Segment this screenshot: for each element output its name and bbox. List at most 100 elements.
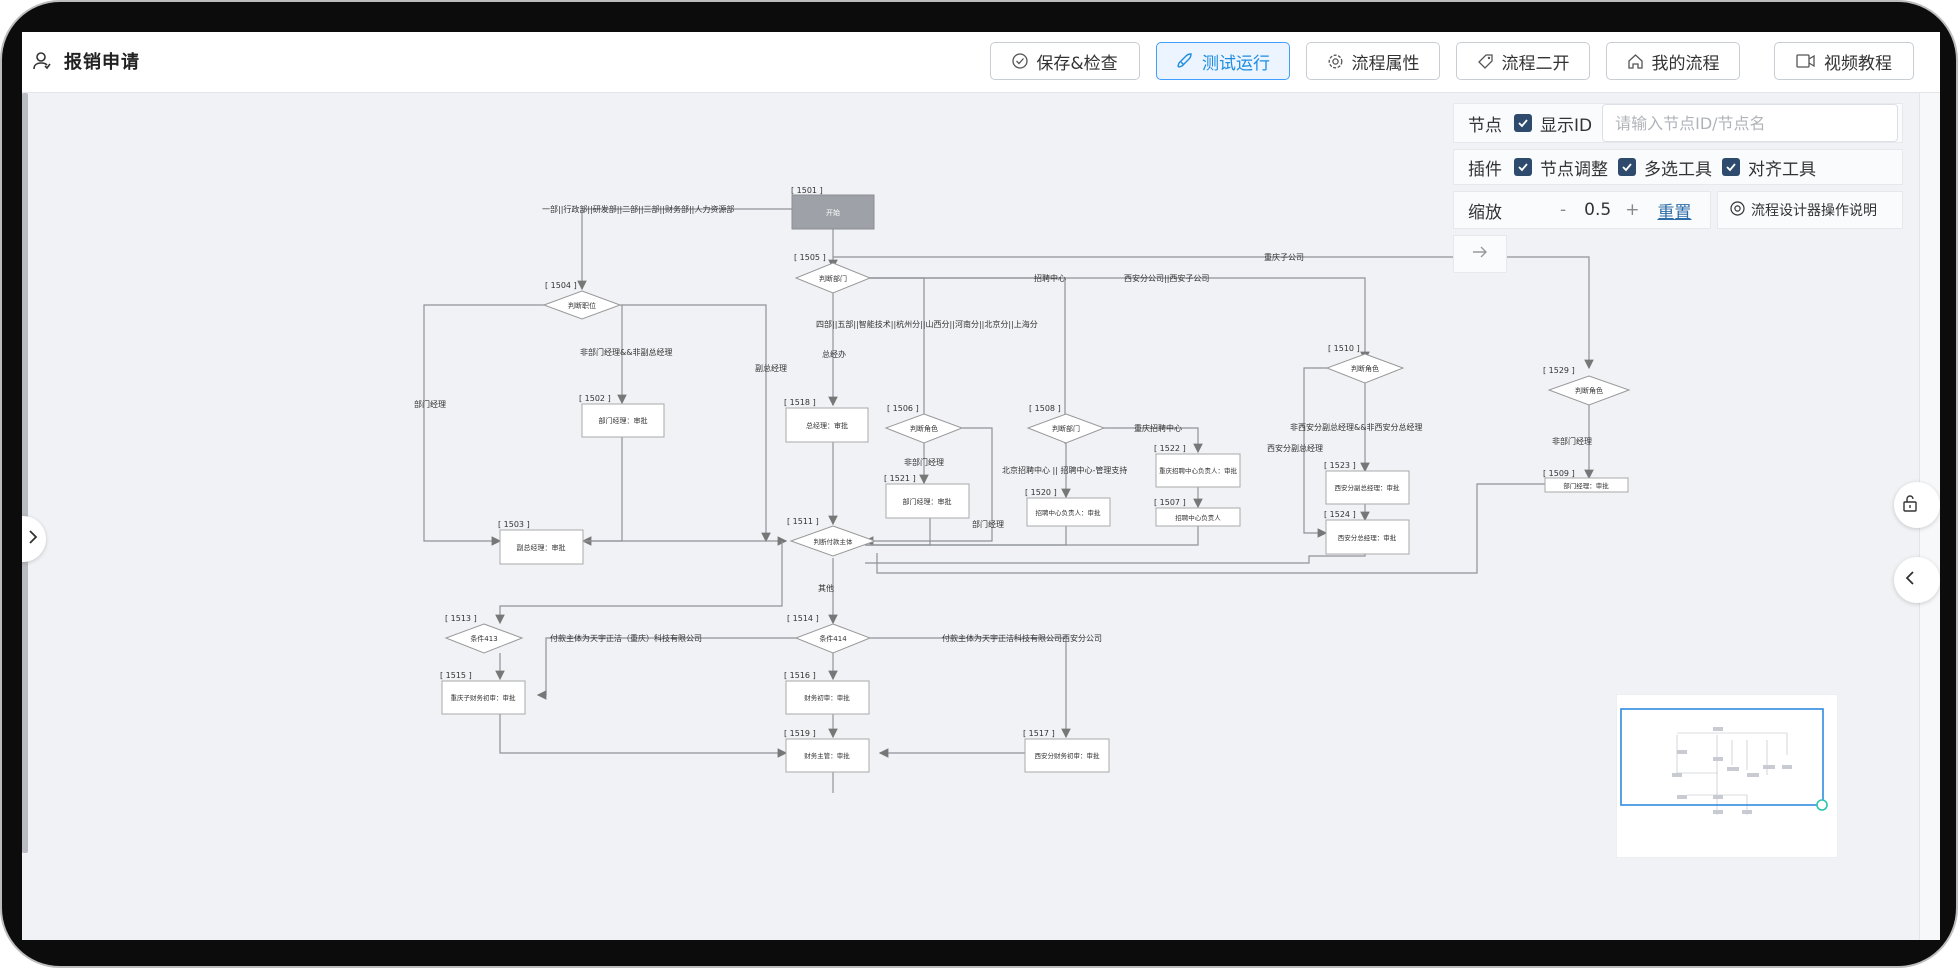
node-text: 部门经理：审批 <box>903 497 952 506</box>
node-1519[interactable]: [ 1519 ] 财务主管：审批 <box>784 729 870 773</box>
zoom-in-button[interactable]: + <box>1625 200 1640 220</box>
node-text: 西安分财务初审：审批 <box>1035 751 1101 760</box>
home-icon <box>1627 53 1644 70</box>
node-row: 节点 显示ID <box>1453 103 1903 143</box>
node-1514[interactable]: [ 1514 ] 条件414 <box>787 614 872 654</box>
node-id: [ 1509 ] <box>1543 469 1575 478</box>
edge-1511-1513 <box>495 541 783 625</box>
edge-1504-1511 <box>620 304 771 543</box>
my-flows-button[interactable]: 我的流程 <box>1606 42 1740 80</box>
node-1503[interactable]: [ 1503 ] 副总经理：审批 <box>498 520 584 565</box>
designer-help-button[interactable]: 流程设计器操作说明 <box>1717 191 1903 229</box>
node-1515[interactable]: [ 1515 ] 重庆子财务初审：审批 <box>440 671 526 715</box>
node-text: 判断角色 <box>1575 386 1603 395</box>
edge-label-non-dept-mgr2: 非部门经理 <box>1552 436 1592 446</box>
edge-1506-1511 <box>863 427 993 546</box>
node-1507[interactable]: [ 1507 ] 招聘中心负责人 <box>1154 498 1241 527</box>
node-1518[interactable]: [ 1518 ] 总经理：审批 <box>784 398 869 443</box>
node-1505[interactable]: [ 1505 ] 判断部门 <box>794 253 872 294</box>
node-1522[interactable]: [ 1522 ] 重庆招聘中心负责人：审批 <box>1154 444 1241 488</box>
edge-1524-1511 <box>865 549 1366 564</box>
save-check-button[interactable]: 保存&检查 <box>990 42 1140 80</box>
flow-fork-label: 流程二开 <box>1501 53 1570 74</box>
node-1524[interactable]: [ 1524 ] 西安分总经理：审批 <box>1324 510 1410 555</box>
test-run-button[interactable]: 测试运行 <box>1156 42 1290 80</box>
node-1502[interactable]: [ 1502 ] 部门经理：审批 <box>579 394 665 438</box>
check-circle-icon <box>1012 53 1029 69</box>
save-check-label: 保存&检查 <box>1036 53 1118 74</box>
node-text: 判断职位 <box>568 301 596 310</box>
node-1517[interactable]: [ 1517 ] 西安分财务初审：审批 <box>1023 729 1110 773</box>
edge-1515-1519 <box>499 710 788 758</box>
node-1520[interactable]: [ 1520 ] 招聘中心负责人：审批 <box>1025 488 1111 527</box>
edge-1505-1508 <box>868 277 1070 445</box>
zoom-reset-link[interactable]: 重置 <box>1657 202 1692 223</box>
plugin-row: 插件 节点调整 多选工具 对齐工具 <box>1453 149 1903 185</box>
flow-fork-button[interactable]: 流程二开 <box>1456 42 1590 80</box>
node-1504[interactable]: [ 1504 ] 判断职位 <box>542 281 622 320</box>
edge-label-dept-mgr: 部门经理 <box>414 399 446 409</box>
node-id: [ 1510 ] <box>1328 344 1360 353</box>
node-1510[interactable]: [ 1510 ] 判断角色 <box>1325 344 1405 384</box>
node-text: 招聘中心负责人 <box>1175 513 1221 522</box>
edge-label-other: 其他 <box>818 583 834 593</box>
node-id: [ 1507 ] <box>1154 498 1186 507</box>
align-checkbox[interactable] <box>1722 158 1740 176</box>
node-1523[interactable]: [ 1523 ] 西安分副总经理：审批 <box>1324 461 1410 505</box>
node-1509[interactable]: [ 1509 ] 部门经理：审批 <box>1543 469 1629 493</box>
node-text: 财务主管：审批 <box>804 751 850 760</box>
user-flow-icon <box>32 51 52 71</box>
edge-1514-1515 <box>536 637 800 700</box>
left-scrollbar[interactable] <box>22 93 28 853</box>
rocket-icon <box>1176 52 1194 70</box>
node-1506[interactable]: [ 1506 ] 判断角色 <box>884 404 964 444</box>
edge-label-cq-recruit: 重庆招聘中心 <box>1134 423 1182 433</box>
node-adjust-label: 节点调整 <box>1540 159 1608 180</box>
zoom-row: 缩放 - 0.5 + 重置 <box>1453 191 1711 229</box>
edge-1504-1503 <box>423 304 547 546</box>
node-1511[interactable]: [ 1511 ] 判断付款主体 <box>787 517 877 557</box>
align-label: 对齐工具 <box>1748 159 1816 180</box>
node-1516[interactable]: [ 1516 ] 财务初审：审批 <box>784 671 870 715</box>
multi-select-checkbox[interactable] <box>1618 158 1636 176</box>
node-adjust-checkbox[interactable] <box>1514 158 1532 176</box>
node-search-input[interactable] <box>1602 104 1899 142</box>
flow-diagram[interactable]: 一部||行政部||研发部||二部||三部||财务部||人力资源部 重庆子公司 招… <box>22 93 1920 940</box>
node-id: [ 1511 ] <box>787 517 819 526</box>
node-1508[interactable]: [ 1508 ] 判断部门 <box>1026 404 1106 444</box>
edge-label-non-dept-mgr: 非部门经理 <box>904 457 944 467</box>
lock-button[interactable] <box>1894 482 1940 528</box>
node-1513[interactable]: [ 1513 ] 条件413 <box>444 614 524 654</box>
video-tutorial-button[interactable]: 视频教程 <box>1774 42 1914 80</box>
node-id: [ 1516 ] <box>784 671 816 680</box>
node-text: 判断角色 <box>910 424 938 433</box>
page-title: 报销申请 <box>64 52 140 73</box>
node-id: [ 1503 ] <box>498 520 530 529</box>
zoom-out-button[interactable]: - <box>1560 200 1567 220</box>
minimap[interactable] <box>1616 694 1838 858</box>
zoom-value: 0.5 <box>1584 200 1612 220</box>
edge-label-pay-cq: 付款主体为天宇正洁（重庆）科技有限公司 <box>550 633 702 643</box>
flow-properties-button[interactable]: 流程属性 <box>1306 42 1440 80</box>
edge-label-vp: 副总经理 <box>755 363 787 373</box>
node-id: [ 1522 ] <box>1154 444 1186 453</box>
node-1521[interactable]: [ 1521 ] 部门经理：审批 <box>884 474 970 519</box>
show-id-checkbox[interactable] <box>1514 114 1532 132</box>
edge-label-recruit: 招聘中心 <box>1034 273 1066 283</box>
node-text: 判断部门 <box>819 274 847 283</box>
expand-right-panel-button[interactable] <box>1894 557 1940 603</box>
node-id: [ 1520 ] <box>1025 488 1057 497</box>
edge-1514-1517 <box>867 637 1071 739</box>
node-id: [ 1504 ] <box>545 281 577 290</box>
node-1529[interactable]: [ 1529 ] 判断角色 <box>1543 366 1631 406</box>
edge-label-xian-vp: 西安分副总经理 <box>1267 443 1323 453</box>
edge-start-1504 <box>577 208 792 291</box>
multi-select-label: 多选工具 <box>1644 159 1712 180</box>
chevron-right-icon <box>27 529 39 549</box>
edge-1505-1529 <box>833 256 1594 370</box>
flow-canvas[interactable]: 一部||行政部||研发部||二部||三部||财务部||人力资源部 重庆子公司 招… <box>22 93 1920 940</box>
collapse-panel-button[interactable] <box>1453 235 1507 273</box>
my-flows-label: 我的流程 <box>1651 53 1720 74</box>
node-1501[interactable]: [ 1501 ] 开始 <box>791 186 875 230</box>
